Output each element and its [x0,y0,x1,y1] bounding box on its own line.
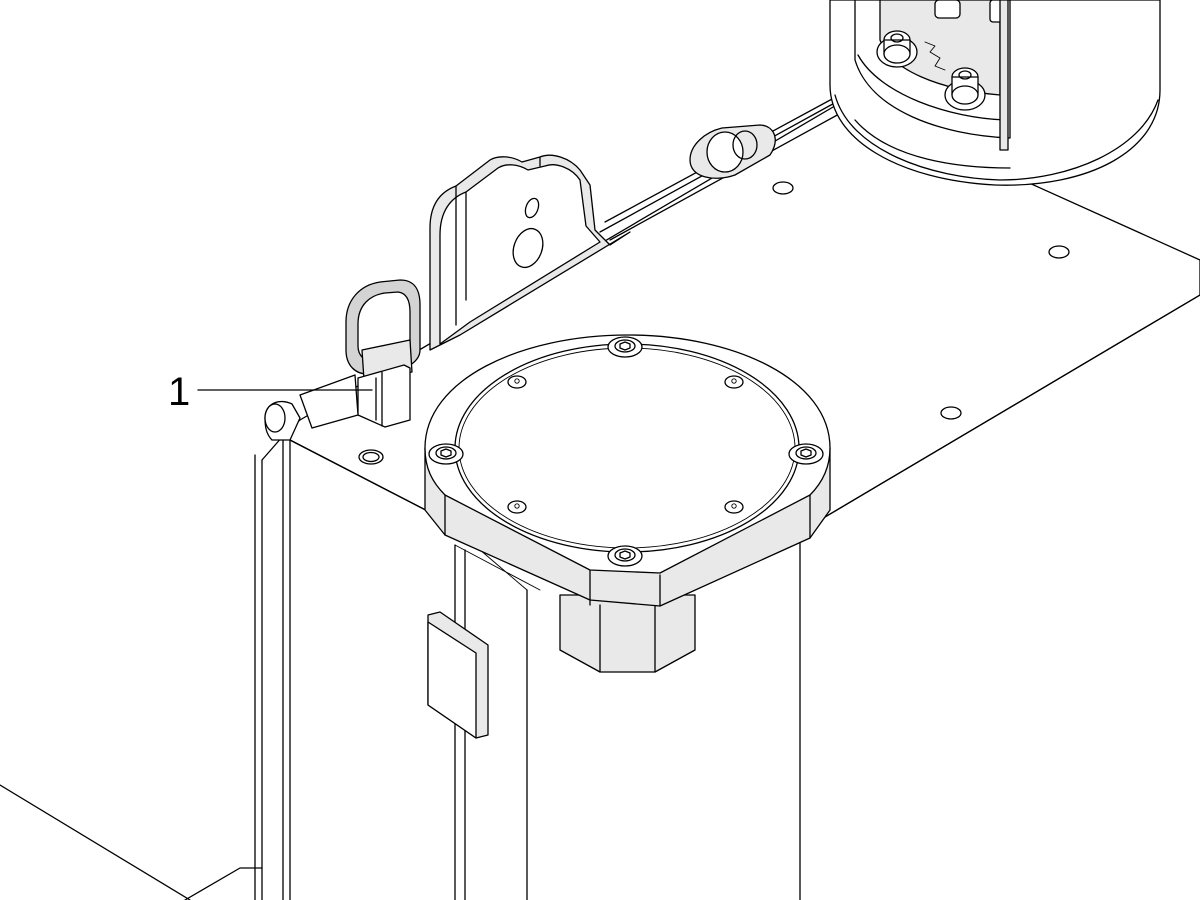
motor-bolt [876,30,918,68]
top-motor [829,0,1161,186]
cover-screw [507,375,527,389]
rear-roller [689,124,776,179]
callout-1: 1 [168,370,373,414]
flange-bolt [607,336,643,358]
motor-bolt [944,67,986,111]
flange-bolt [788,443,824,465]
round-flange [424,334,831,673]
flange-bolt [428,443,464,465]
base-plate [0,784,263,900]
rear-knob [264,400,301,441]
cover-screw [724,375,744,389]
callout-label: 1 [168,370,190,414]
housing-body [254,435,801,900]
cover-screw [507,500,527,514]
flange-bolt [607,545,643,567]
lifting-bracket [429,154,631,351]
cover-screw [724,500,744,514]
key-switch [299,279,421,429]
